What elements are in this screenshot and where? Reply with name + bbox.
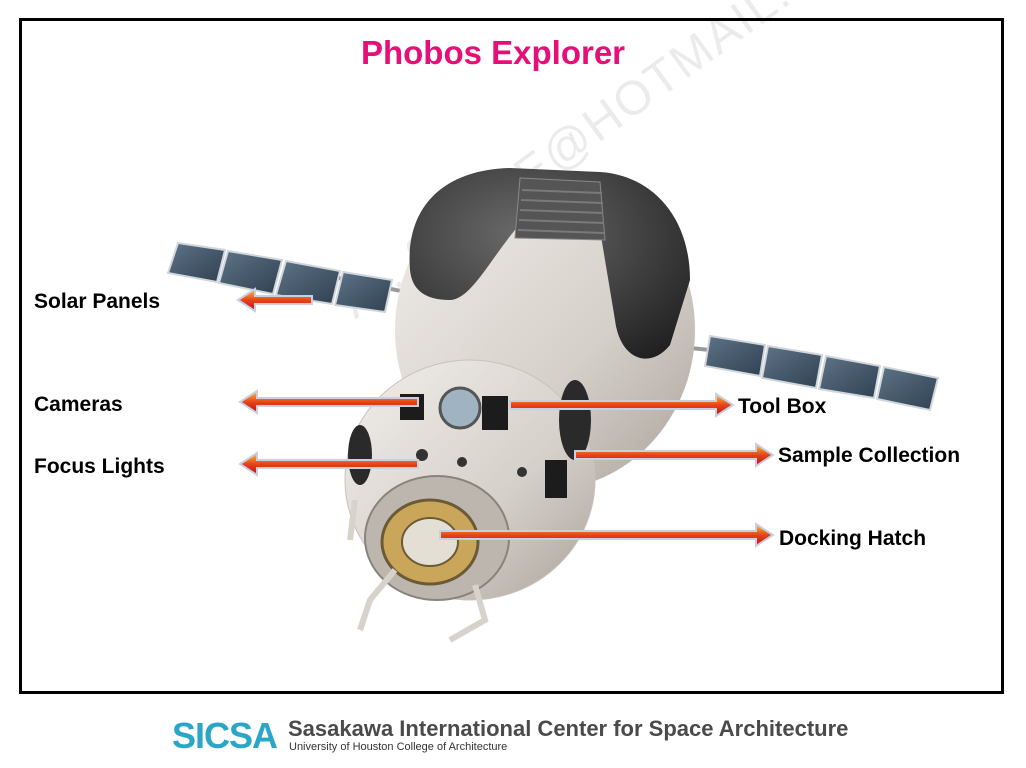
viewport-window (438, 386, 482, 430)
sicsa-logo: SICSA (172, 716, 279, 754)
label-sample-collection: Sample Collection (778, 444, 961, 467)
label-focus-lights: Focus Lights (34, 455, 165, 478)
label-tool-box: Tool Box (738, 395, 827, 418)
landing-legs (347, 499, 489, 643)
arrow-cameras (238, 389, 419, 415)
page-title: Phobos Explorer (360, 34, 626, 71)
sample-collection-door (545, 460, 567, 498)
solar-panel-right (659, 334, 940, 412)
arrow-tool-box (509, 392, 735, 418)
arrow-sample-collection (574, 442, 775, 468)
focus-light (457, 457, 467, 467)
solar-panel-left (166, 241, 421, 314)
radiation-shield (409, 168, 690, 359)
focus-light (517, 467, 527, 477)
focus-light (416, 449, 428, 461)
arrow-solar-panels (236, 287, 313, 313)
label-cameras: Cameras (34, 393, 123, 416)
tool-box-door (482, 396, 508, 430)
label-solar-panels: Solar Panels (34, 290, 161, 313)
label-docking-hatch: Docking Hatch (779, 527, 927, 550)
organization-subtitle: University of Houston College of Archite… (289, 741, 508, 753)
svg-text:SICSA: SICSA (172, 716, 278, 754)
arrow-docking-hatch (439, 522, 775, 548)
organization-name: Sasakawa International Center for Space … (288, 716, 849, 741)
arrow-focus-lights (238, 451, 419, 477)
